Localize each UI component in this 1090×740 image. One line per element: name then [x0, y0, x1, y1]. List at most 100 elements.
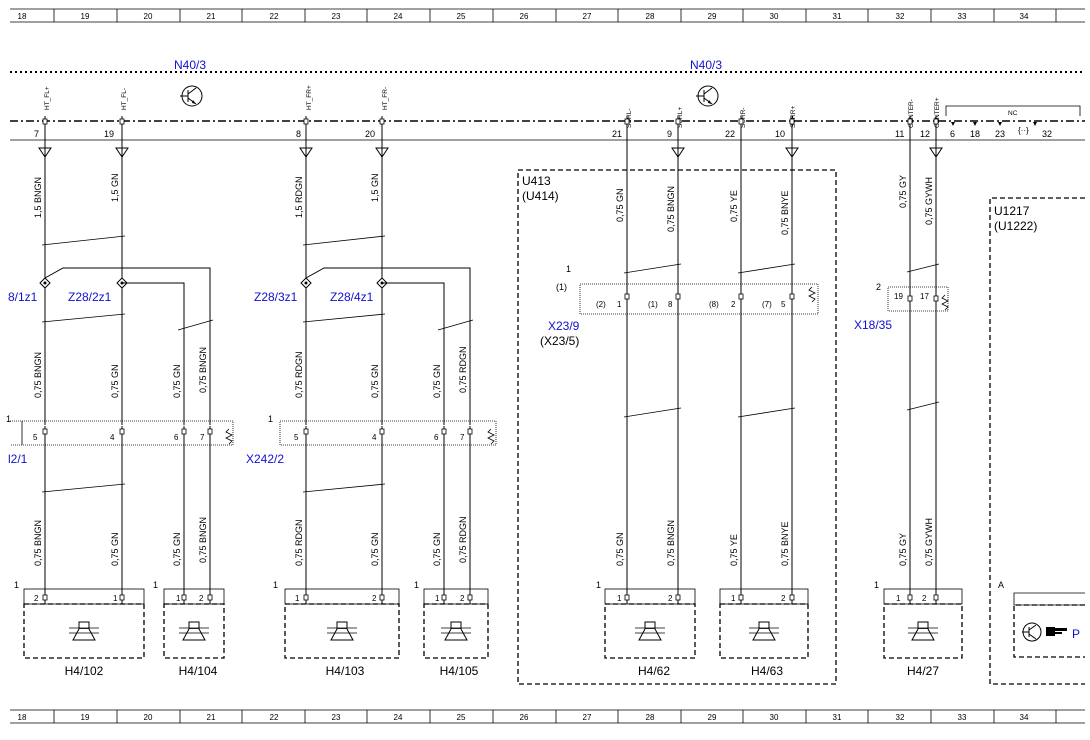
wire-label: 0,75 BNGN	[666, 186, 676, 232]
block-u1217: U1217 (U1222)	[989, 197, 1085, 685]
pin-terminal	[907, 118, 913, 125]
connector-name-alt: (X23/5)	[540, 334, 579, 348]
connector-pin: 19	[894, 292, 903, 301]
connector-l2-1: 1 5 4 6 7 l2/1	[6, 414, 234, 466]
pin-number: 21	[612, 129, 622, 139]
speaker-pin: 1	[176, 594, 181, 603]
speaker-housing	[883, 603, 963, 659]
resistor-icon	[941, 294, 949, 311]
pin-ht-fr-minus: HT_FR- 20	[365, 87, 389, 139]
pin-ht-fr-plus: HT_FR+ 8	[296, 85, 313, 139]
block-alt: (U414)	[522, 189, 559, 203]
speaker-h4-105: 1 1 2 H4/105	[414, 580, 479, 678]
pin-center-plus: CENTER+ 12	[920, 97, 941, 139]
pin-number: 7	[34, 129, 39, 139]
block-u413: U413 (U414)	[517, 169, 837, 685]
twist-marker	[906, 401, 940, 411]
connector-pin: 7	[460, 433, 465, 442]
connector-name: l2/1	[8, 452, 28, 466]
pin-terminal	[441, 428, 447, 435]
twist-marker	[437, 319, 474, 331]
module-label-left: N40/3	[174, 58, 206, 72]
speaker-pin: 2	[199, 594, 204, 603]
nc-pin: 18	[970, 129, 980, 139]
connector-pin: 5	[294, 433, 299, 442]
ruler-bottom-27: 27	[583, 713, 592, 722]
speaker-pin: 2	[460, 594, 465, 603]
speaker-connector	[23, 588, 145, 605]
ruler-bottom-18: 18	[18, 713, 27, 722]
wire	[122, 282, 185, 425]
pin-center-minus: CENTER- 11	[895, 99, 915, 139]
speaker-name: H4/62	[638, 664, 670, 678]
speaker-icon	[444, 628, 468, 641]
ruler-top-31: 31	[833, 12, 842, 21]
pin-label: SURR+	[790, 106, 797, 128]
nc-pin: 32	[1042, 129, 1052, 139]
wire-label: 0,75 BNGN	[198, 517, 208, 563]
resistor-icon	[225, 428, 233, 445]
pin-terminal	[207, 594, 213, 601]
pointing-hand-icon	[1046, 627, 1067, 636]
pin-number: 22	[725, 129, 735, 139]
pin-terminal	[624, 293, 630, 300]
twist-marker	[737, 263, 796, 274]
speaker-connector	[423, 588, 489, 605]
module-label-right: N40/3	[690, 58, 722, 72]
ruler-bottom-28: 28	[646, 713, 655, 722]
pin-terminal	[42, 118, 48, 125]
ruler-top-25: 25	[457, 12, 466, 21]
pin-terminal	[303, 428, 309, 435]
right-component: A P	[998, 580, 1085, 658]
pin-number: 11	[895, 129, 904, 139]
speaker-housing	[719, 603, 809, 659]
twist-marker	[41, 483, 126, 493]
speaker-icon	[911, 628, 935, 641]
pin-label: SURR-	[740, 107, 747, 128]
block-alt: (U1222)	[994, 219, 1037, 233]
pin-label: SURL-	[626, 108, 633, 128]
ruler-bottom-23: 23	[332, 713, 341, 722]
connector-pin: 1	[617, 300, 622, 309]
ruler-bottom-34: 34	[1020, 713, 1029, 722]
twist-marker	[41, 235, 126, 246]
twist-marker	[302, 235, 386, 246]
block-name: U413	[522, 174, 551, 188]
pin-terminal	[675, 293, 681, 300]
pin-terminal	[379, 594, 385, 601]
nc-pin: 6	[950, 129, 955, 139]
speaker-pin: 2	[34, 594, 39, 603]
connector-name: X242/2	[246, 452, 284, 466]
speakers: 1 2 1 H4/102 1 1 2 H4/104 1 1 2 H4/103 1…	[14, 580, 963, 678]
pin-terminal	[42, 428, 48, 435]
speaker-icon	[179, 621, 209, 641]
ruler-bottom-25: 25	[457, 713, 466, 722]
splice-label: Z28/2z1	[68, 290, 112, 304]
pin-terminal	[675, 594, 681, 601]
pin-number: 9	[667, 129, 672, 139]
nc-pin-marker	[973, 122, 977, 126]
wire-label: 0,75 GN	[432, 532, 442, 566]
ruler-bottom-24: 24	[394, 713, 403, 722]
speaker-h4-102: 1 2 1 H4/102	[14, 580, 118, 678]
right-label: P	[1072, 627, 1080, 641]
speaker-housing	[163, 603, 225, 659]
speaker-icon	[638, 628, 662, 641]
pin-label: CENTER-	[908, 99, 915, 128]
speaker-index: 1	[414, 580, 419, 590]
transistor-icon	[1022, 622, 1042, 642]
pin-ht-fl-plus: HT_FL+ 7	[34, 86, 51, 139]
splice-label: Z28/3z1	[254, 290, 298, 304]
pin-label: HT_FR-	[382, 87, 389, 110]
connector-index: 1	[6, 414, 11, 424]
ruler-top-30: 30	[770, 12, 779, 21]
pin-terminal	[119, 428, 125, 435]
speaker-h4-27: 1 1 2 H4/27	[874, 580, 939, 678]
wire-label: 0,75 GY	[898, 175, 908, 208]
pin-terminal	[624, 594, 630, 601]
wire-label: 0,75 GN	[110, 532, 120, 566]
speaker-name: H4/27	[907, 664, 939, 678]
pin-label: SURL+	[677, 107, 684, 128]
wire	[382, 282, 445, 425]
